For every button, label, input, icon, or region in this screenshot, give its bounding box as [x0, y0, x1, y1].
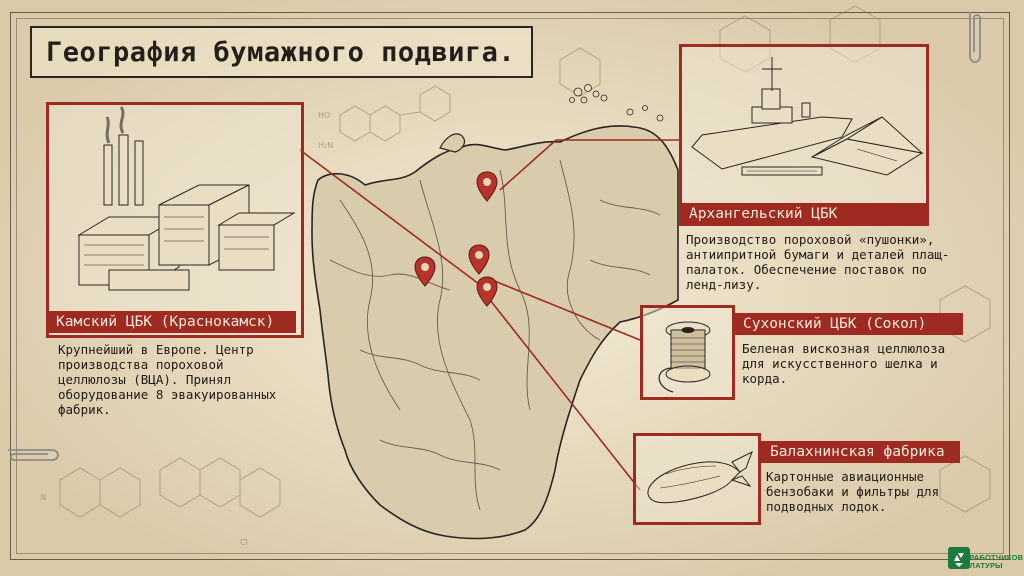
svg-text:N: N	[40, 493, 46, 502]
map-pin-icon[interactable]	[413, 256, 437, 288]
recycle-logo-icon	[948, 547, 970, 569]
page-title: География бумажного подвига.	[46, 36, 516, 68]
mill-description: Крупнейший в Европе. Центр производства …	[58, 342, 277, 417]
liga-logo: ЛИГА ПЕРЕРАБОТЧИКОВ МАКУЛАТУРЫ	[948, 546, 1023, 570]
mill-description: Производство пороховой «пушонки», антиип…	[686, 232, 950, 292]
mill-description: Беленая вискозная целлюлоза для искусств…	[742, 341, 946, 386]
arkhangelsk-mill-panel[interactable]: Архангельский ЦБК	[679, 44, 929, 226]
paperclip-icon	[8, 449, 59, 461]
mill-description: Картонные авиационные бензобаки и фильтр…	[766, 469, 940, 514]
balakhna-mill-panel[interactable]	[633, 433, 761, 525]
aviation-fuel-tank-illustration	[647, 450, 753, 504]
mill-name-label: Архангельский ЦБК	[679, 203, 929, 225]
mill-name-label: Камский ЦБК (Краснокамск)	[46, 311, 296, 333]
warship-and-tent-illustration	[691, 57, 924, 176]
mill-name-label: Балахнинская фабрика	[760, 441, 960, 463]
map-pin-icon[interactable]	[475, 171, 499, 203]
mill-name-label: Сухонский ЦБК (Сокол)	[733, 313, 963, 335]
thread-spool-illustration	[658, 321, 711, 393]
inner-frame	[16, 18, 1004, 554]
kama-mill-panel[interactable]: Камский ЦБК (Краснокамск)	[46, 102, 304, 338]
title-box: География бумажного подвига.	[30, 26, 534, 78]
map-pin-icon[interactable]	[467, 244, 491, 276]
svg-text:Cl: Cl	[240, 538, 248, 547]
sukhona-mill-panel[interactable]	[640, 305, 735, 400]
outer-frame	[10, 12, 1010, 560]
paperclip-icon	[969, 12, 981, 63]
svg-text:H₂N: H₂N	[318, 141, 333, 150]
paper-mill-factory-illustration	[77, 106, 296, 291]
svg-text:HO: HO	[318, 111, 330, 120]
map-pin-icon[interactable]	[475, 276, 499, 308]
